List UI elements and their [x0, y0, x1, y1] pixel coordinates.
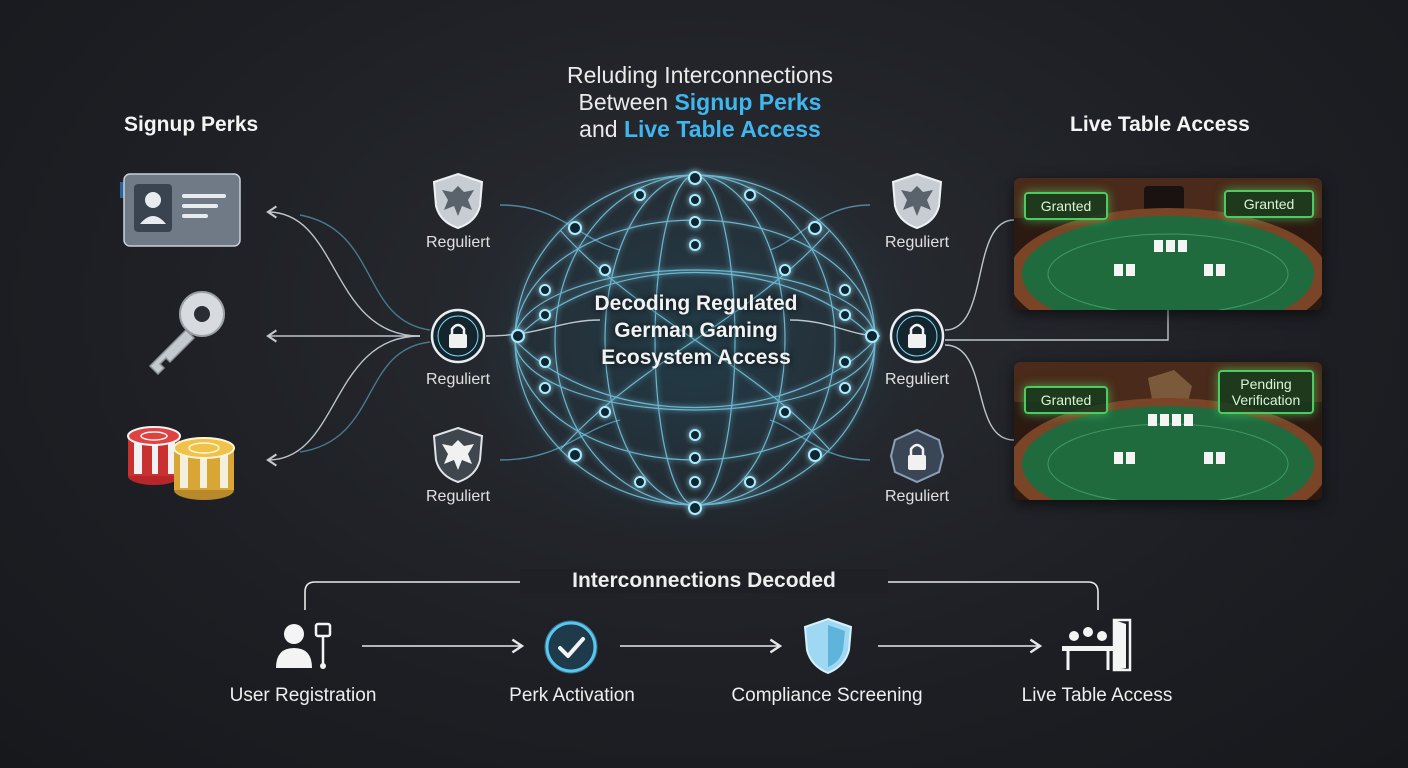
access-status-badge: Granted — [1224, 190, 1314, 218]
signup-perks-heading: Signup Perks — [124, 113, 259, 136]
pending-status-badge: Pending Verification — [1218, 370, 1314, 414]
title-highlight-signup: Signup Perks — [674, 89, 822, 115]
core-label: Decoding Regulated German Gaming Ecosyst… — [594, 292, 798, 369]
reguliert-label-3: Reguliert — [425, 488, 491, 505]
reguliert-label-1: Reguliert — [425, 234, 491, 251]
casino-chips-icon — [124, 414, 240, 504]
title-line-3: and Live Table Access — [500, 116, 900, 143]
access-status-badge: Granted — [1024, 192, 1108, 220]
live-table-panel-1: Granted Granted — [1014, 178, 1322, 310]
lock-badge-icon — [889, 428, 945, 484]
step-compliance-screening: Compliance Screening — [731, 685, 923, 706]
reguliert-label-5: Reguliert — [884, 371, 950, 388]
flow-bracket — [304, 581, 1099, 610]
live-table-panel-2: Granted Pending Verification — [1014, 362, 1322, 500]
network-nodes — [511, 171, 879, 515]
step-perk-activation: Perk Activation — [509, 685, 635, 706]
eagle-shield-icon — [430, 172, 486, 230]
reguliert-label-6: Reguliert — [884, 488, 950, 505]
left-connectors — [266, 204, 621, 467]
eagle-shield-icon — [889, 172, 945, 230]
step-user-registration: User Registration — [229, 685, 377, 706]
title-line-3-prefix: and — [579, 116, 624, 142]
lock-node-icon — [428, 306, 488, 366]
reguliert-label-2: Reguliert — [425, 371, 491, 388]
title-line-2: Between Signup Perks — [500, 89, 900, 116]
access-status-badge: Granted — [1024, 386, 1108, 414]
eagle-shield-icon — [430, 426, 486, 484]
diagram-title: Reluding Interconnections Between Signup… — [500, 62, 900, 143]
id-card-icon — [116, 168, 246, 254]
lock-node-icon — [887, 306, 947, 366]
shield-icon — [801, 616, 855, 676]
title-highlight-live: Live Table Access — [623, 116, 821, 142]
step-live-table-access: Live Table Access — [1021, 685, 1173, 706]
title-line-2-prefix: Between — [578, 89, 675, 115]
table-door-icon — [1060, 616, 1132, 672]
flow-title: Interconnections Decoded — [520, 569, 888, 593]
user-registration-icon — [274, 620, 334, 672]
title-line-1: Reluding Interconnections — [567, 62, 833, 88]
checkmark-icon — [543, 619, 599, 675]
live-table-heading: Live Table Access — [1070, 113, 1250, 136]
key-icon — [140, 288, 230, 378]
reguliert-label-4: Reguliert — [884, 234, 950, 251]
